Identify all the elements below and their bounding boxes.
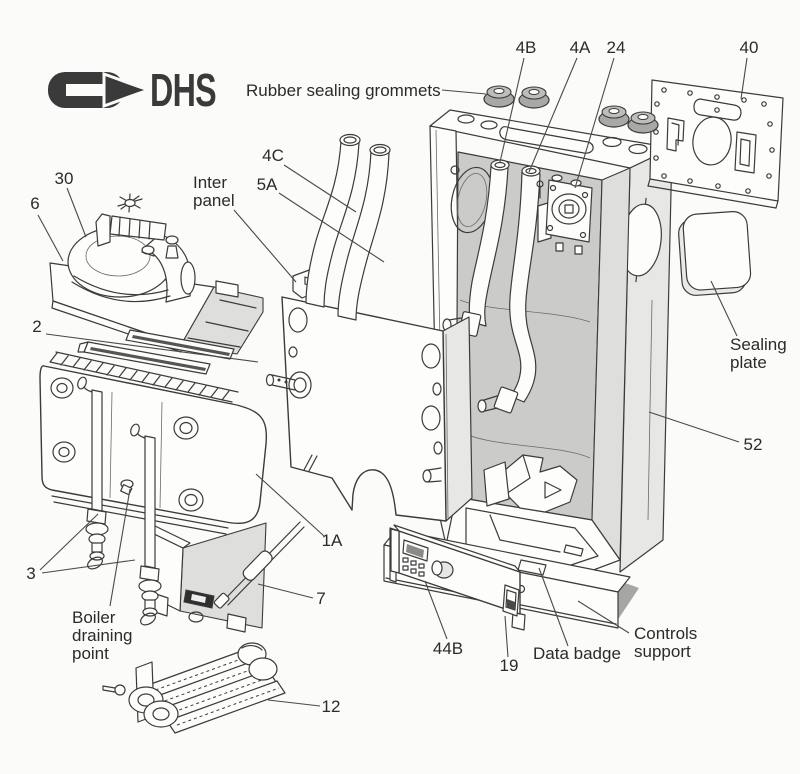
control-panel-44b [390,524,521,617]
label-44b: 44B [433,639,463,658]
gas-valve-24 [537,174,593,255]
baffles-2 [77,329,235,375]
grommet [518,86,550,109]
dhs-logo-text: DHS [150,64,216,116]
dhs-logo: DHS [48,64,217,116]
label-boiler-draining-2: draining [72,626,133,645]
pipe-4c [305,140,360,308]
pipe-5a [337,150,390,321]
callout-labels: Rubber sealing grommets 4B 4A 24 40 4C 5… [26,38,786,716]
pipe-4a [509,171,541,403]
sealing-plate [678,210,752,296]
label-1a: 1A [322,531,343,550]
label-boiler-draining-3: point [72,644,109,663]
label-2: 2 [32,317,41,336]
casing-52 [429,109,673,591]
label-4a: 4A [570,38,591,57]
fan-motor-parts [95,193,179,259]
label-sealing-plate-2: plate [730,353,767,372]
label-52: 52 [744,435,763,454]
label-controls-support-2: support [634,642,691,661]
grommet [483,85,515,108]
grommet [627,111,659,134]
grommet [598,105,630,128]
label-19: 19 [500,656,519,675]
leader-lines [37,57,748,707]
label-7: 7 [316,589,325,608]
label-rubber-sealing-grommets: Rubber sealing grommets [246,81,441,100]
label-30: 30 [55,169,74,188]
label-40: 40 [740,38,759,57]
label-6: 6 [30,194,39,213]
data-badge-plate [517,559,547,576]
label-4c: 4C [262,146,284,165]
pipe-4b [468,165,509,327]
label-3: 3 [26,564,35,583]
pipes-4c-5a [305,133,391,321]
gas-cock-assembly [483,454,578,513]
panel-display [402,539,429,562]
label-boiler-draining-1: Boiler [72,608,116,627]
panel-knob [431,560,454,579]
label-data-badge: Data badge [533,644,621,663]
rubber-grommets [483,85,659,134]
panel-stud [422,467,442,483]
label-controls-support-1: Controls [634,624,697,643]
fan-assembly-30 [67,193,196,303]
cleaning-tool-7 [213,521,305,609]
rocker-switch-19 [502,584,520,617]
mounting-plate-40 [647,79,784,209]
label-24: 24 [607,38,626,57]
label-4b: 4B [516,38,537,57]
label-12: 12 [322,697,341,716]
label-inter-panel-1: Inter [193,173,227,192]
label-sealing-plate-1: Sealing [730,335,787,354]
burner-12 [102,642,286,734]
label-5a: 5A [257,175,278,194]
label-inter-panel-2: panel [193,191,235,210]
panel-buttons [402,557,425,577]
